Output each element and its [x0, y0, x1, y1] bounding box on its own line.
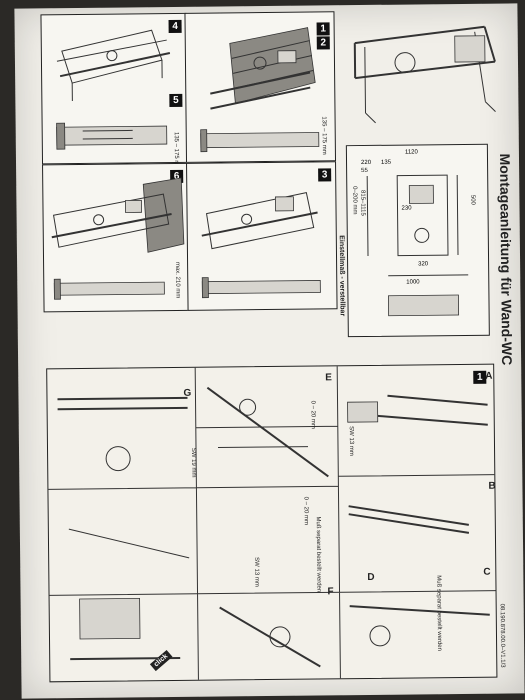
mounting-illustration — [201, 192, 318, 250]
wrench-size-note: SW 13 mm — [347, 426, 355, 456]
step-frame-4: 4 5 135 – 175 mm — [40, 12, 189, 170]
page-title: Montageanleitung für Wand-WC — [496, 153, 516, 366]
instruction-sheet: Montageanleitung für Wand-WC 4 5 135 – 1… — [14, 3, 525, 699]
detail-panel: A 1 B C D E F G 0 – 20 mm 0 – 20 mm Muß … — [46, 363, 498, 683]
frame-illustration — [56, 29, 171, 102]
detail-label-b: B — [488, 480, 496, 492]
detail-step-1: 1 — [473, 370, 487, 384]
dim-c: 55 — [361, 167, 368, 175]
detail-label-g: G — [183, 387, 192, 399]
dim-inner: 1000 — [406, 279, 420, 286]
detail-grid — [48, 366, 496, 680]
dim-height: 500 — [469, 194, 476, 205]
dim-range-b: 815–1115 — [359, 189, 366, 216]
detail-label-c: C — [483, 566, 491, 578]
dim-total: 1120 — [404, 149, 418, 156]
step-frame-3: 3 — [186, 161, 338, 311]
adjust-note-b: 0 – 20 mm — [302, 496, 309, 526]
step-number-5: 5 — [169, 93, 183, 108]
dim-b: 135 — [381, 159, 392, 166]
mutual-order-note: Muß separat bestellt werden — [435, 575, 443, 651]
section-6-illustration — [53, 278, 165, 300]
dim-d: 320 — [418, 261, 429, 268]
document-code: 08.190.878.00.0–V1.1/3 — [498, 603, 506, 668]
setting-label: Einstellmaß - verstellbar — [337, 235, 346, 317]
section-3-illustration — [201, 277, 321, 299]
detail-label-d: D — [367, 571, 375, 583]
detail-label-f: F — [327, 586, 334, 598]
dim-range: 0–200 mm — [351, 186, 358, 215]
brick-wall-illustration — [210, 27, 316, 110]
dim-mid: 230 — [401, 205, 412, 212]
mutual-order-note-b: Muß separat bestellt werden — [314, 516, 322, 593]
wrench-size-note-b: SW 13 mm — [253, 557, 260, 587]
max-note: max. 210 mm — [174, 261, 181, 299]
dimension-drawing: 1120 220 135 55 230 320 1000 500 0–200 m… — [345, 143, 490, 338]
wall-section-illustration — [56, 122, 168, 150]
step-frame-6: 6 max. 210 mm — [42, 162, 190, 313]
side-section-illustration — [200, 129, 320, 153]
adjust-note: 0 – 20 mm — [309, 400, 316, 429]
dimension-note-b: 135 – 175 mm — [320, 116, 327, 155]
wrench-size-note-c: SW 19 mm — [190, 447, 197, 478]
detail-label-e: E — [325, 372, 333, 384]
overview-illustration — [353, 25, 496, 124]
step-frame-1-2: 1 2 135 – 175 mm — [184, 11, 337, 163]
dim-a: 220 — [361, 159, 372, 167]
installed-frame-illustration — [51, 177, 185, 253]
dimension-lines — [366, 174, 469, 317]
